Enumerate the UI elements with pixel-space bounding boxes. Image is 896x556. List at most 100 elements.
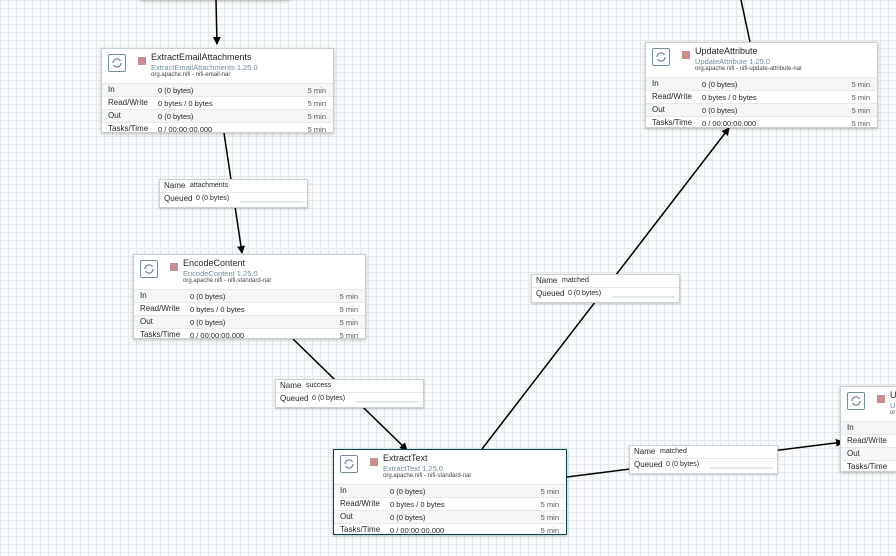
stat-row-in: In 0 (0 bytes) 5 min (134, 289, 365, 302)
processor-partial-right[interactable]: U U or In Read/Write Out Tasks/Time (840, 386, 896, 472)
stat-label: In (340, 486, 347, 495)
connection-name-label: Name (536, 276, 558, 285)
stat-label: Tasks/Time (847, 462, 888, 471)
stat-value: 0 bytes / 0 bytes (390, 500, 445, 509)
stat-time: 5 min (851, 80, 870, 89)
processor-bundle: org.apache.nifi - nifi-standard-nar (383, 473, 472, 479)
queue-progress-bar (240, 201, 303, 203)
stat-label: Read/Write (847, 436, 887, 445)
processor-bundle: org.apache.nifi - nifi-email-nar (151, 72, 231, 78)
processor-icon (847, 392, 865, 410)
stopped-state-icon (877, 395, 885, 403)
stat-label: In (847, 423, 854, 432)
stat-label: Read/Write (108, 98, 148, 107)
queue-progress-bar (356, 401, 419, 403)
stat-time: 5 min (540, 513, 559, 522)
stat-value: 0 (0 bytes) (702, 80, 738, 89)
stat-row-in: In (841, 421, 896, 434)
stat-label: Read/Write (140, 304, 180, 313)
connection-queued-label: Queued (634, 460, 663, 469)
connection-queued-value: 0 (0 bytes) (312, 395, 346, 402)
stat-value: 0 bytes / 0 bytes (702, 93, 757, 102)
connection-queued-value: 0 (0 bytes) (666, 461, 700, 468)
stat-row-read-write: Read/Write 0 bytes / 0 bytes 5 min (646, 90, 877, 103)
processor-bundle: org.apache.nifi - nifi-update-attribute-… (695, 66, 803, 72)
stat-row-out: Out 0 (0 bytes) 5 min (334, 510, 566, 523)
stat-value: 0 (0 bytes) (158, 112, 194, 121)
processor-name: U (890, 390, 896, 400)
connection-name-row: Name matched (630, 446, 777, 458)
stat-time: 5 min (339, 318, 358, 327)
connection-queued-label: Queued (280, 394, 309, 403)
processor-name: ExtractText (383, 453, 428, 463)
connection-name-label: Name (280, 381, 302, 390)
processor-icon (340, 455, 358, 473)
stat-time: 5 min (851, 93, 870, 102)
processor-type: EncodeContent 1.25.0 (183, 269, 258, 278)
stat-time: 5 min (851, 106, 870, 115)
connection-name: success (306, 382, 332, 389)
processor-header: ExtractText ExtractText 1.25.0 org.apach… (334, 450, 566, 484)
connection-name: matched (660, 448, 687, 455)
stat-label: Tasks/Time (652, 118, 693, 127)
stopped-state-icon (138, 57, 146, 65)
stat-label: In (108, 85, 115, 94)
connection-queued-label: Queued (536, 289, 565, 298)
stat-value: 0 / 00:00:00.000 (190, 331, 245, 339)
processor-name: ExtractEmailAttachments (151, 52, 252, 62)
stat-row-out: Out (841, 447, 896, 460)
stat-label: Out (108, 111, 121, 120)
connection-name-label: Name (634, 447, 656, 456)
processor-type: ExtractEmailAttachments 1.25.0 (151, 63, 258, 72)
connection-name-row: Name success (276, 380, 423, 392)
processor-extract-text[interactable]: ExtractText ExtractText 1.25.0 org.apach… (333, 449, 567, 535)
processor-name: UpdateAttribute (695, 46, 758, 56)
processor-extract-email-attachments[interactable]: ExtractEmailAttachments ExtractEmailAtta… (101, 48, 334, 133)
stat-value: 0 (0 bytes) (190, 292, 226, 301)
edge-incoming-update (740, 0, 751, 43)
stat-time: 5 min (307, 112, 326, 121)
queue-progress-bar (612, 296, 675, 298)
processor-bundle: org.apache.nifi - nifi-standard-nar (183, 278, 272, 284)
processor-header: EncodeContent EncodeContent 1.25.0 org.a… (134, 255, 365, 289)
processor-type: ExtractText 1.25.0 (383, 464, 444, 473)
stat-label: Out (340, 512, 353, 521)
connection-queued-label: Queued (164, 194, 193, 203)
processor-encode-content[interactable]: EncodeContent EncodeContent 1.25.0 org.a… (133, 254, 366, 339)
stopped-state-icon (170, 263, 178, 271)
connection-name: matched (562, 277, 589, 284)
processor-header: U U or (841, 387, 896, 421)
processor-type: UpdateAttribute 1.25.0 (695, 57, 771, 66)
stat-value: 0 (0 bytes) (390, 513, 426, 522)
stat-label: Tasks/Time (108, 124, 149, 133)
stat-label: Out (652, 105, 665, 114)
processor-bundle: or (890, 410, 896, 416)
stat-time: 5 min (540, 500, 559, 509)
processor-update-attribute[interactable]: UpdateAttribute UpdateAttribute 1.25.0 o… (645, 42, 878, 128)
stat-time: 5 min (339, 292, 358, 301)
stat-label: Out (140, 317, 153, 326)
stat-label: In (140, 291, 147, 300)
connection-name-label: Name (164, 181, 186, 190)
stat-time: 5 min (339, 331, 358, 339)
stat-label: Read/Write (652, 92, 692, 101)
